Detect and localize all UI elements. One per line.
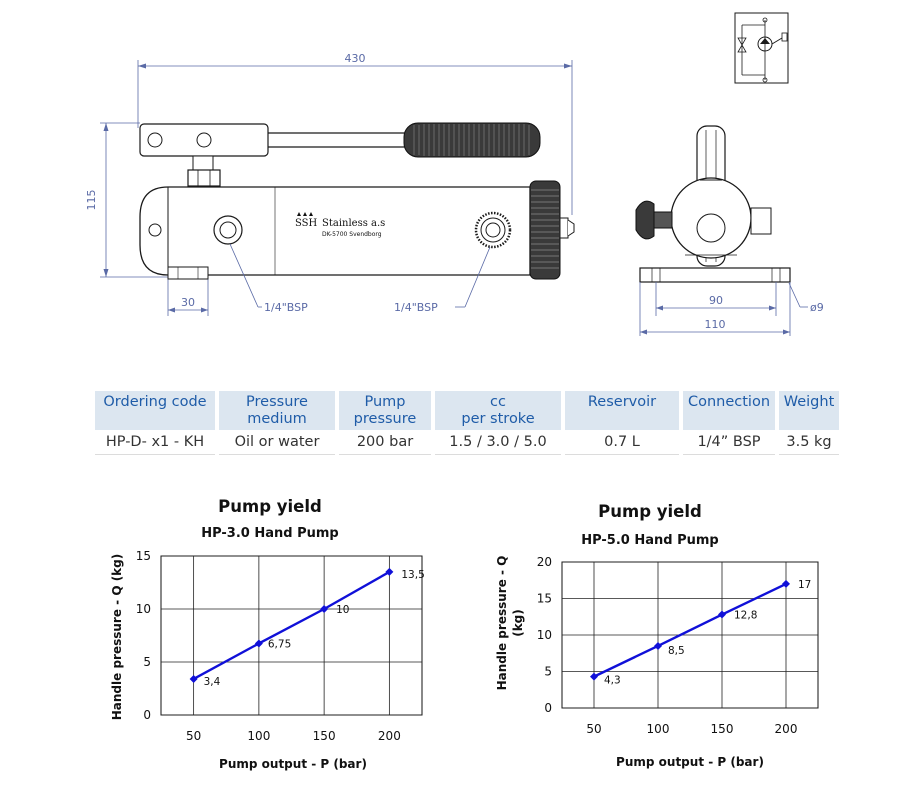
chart2-xlabel: Pump output - P (bar) <box>616 755 764 769</box>
dimension-length-label: 430 <box>345 52 366 65</box>
data-label: 10 <box>336 604 349 616</box>
header-line: cc <box>490 394 506 410</box>
chart1-xlabel: Pump output - P (bar) <box>219 757 367 771</box>
header-line: per stroke <box>461 411 535 427</box>
cell-weight: 3.5 kg <box>779 430 839 455</box>
nameplate-logo: SSH <box>295 218 318 229</box>
data-point <box>320 605 329 613</box>
dimension-30: 30 <box>167 278 209 316</box>
series-line <box>593 582 787 678</box>
x-tick-label: 200 <box>378 729 401 743</box>
header-line: Connection <box>687 394 771 410</box>
x-tick-label: 150 <box>711 722 734 736</box>
data-point <box>385 567 394 576</box>
port-left-label: 1/4"BSP <box>264 301 308 314</box>
x-tick-label: 200 <box>775 722 798 736</box>
dimension-hole-label: ø9 <box>810 301 824 314</box>
pump-end-view <box>635 125 791 283</box>
table-row: HP-D- x1 - KH Oil or water 200 bar 1.5 /… <box>95 430 839 455</box>
x-tick-label: 100 <box>647 722 670 736</box>
y-tick-label: 0 <box>143 708 151 722</box>
data-point <box>189 674 198 683</box>
end-view-dimensions: 90 110 ø9 <box>639 282 824 336</box>
chart2-ylabel-line2: (kg) <box>511 609 525 637</box>
cell-reservoir: 0.7 L <box>565 430 679 455</box>
cell-connection: 1/4” BSP <box>683 430 775 455</box>
y-tick-label: 10 <box>136 602 151 616</box>
chart-hp-3-0: Pump yield HP-3.0 Hand Pump Handle press… <box>110 497 425 771</box>
pump-side-view <box>139 122 575 280</box>
header-reservoir: Reservoir <box>565 391 679 430</box>
chart1-title: Pump yield <box>218 497 322 516</box>
port-right-label: 1/4"BSP <box>394 301 438 314</box>
header-line: Ordering code <box>103 394 207 410</box>
dimension-height-label: 115 <box>85 190 98 211</box>
header-line: medium <box>247 411 307 427</box>
data-label: 8,5 <box>668 645 685 657</box>
cell-ordering-code: HP-D- x1 - KH <box>95 430 215 455</box>
dimension-430: 430 <box>137 52 573 215</box>
chart2-subtitle: HP-5.0 Hand Pump <box>581 533 719 548</box>
series-line <box>193 570 390 681</box>
port-leaders: 1/4"BSP 1/4"BSP <box>229 243 491 314</box>
chart2-title: Pump yield <box>598 502 702 521</box>
nameplate-address: DK-5700 Svendborg <box>322 231 382 238</box>
header-line: Pressure <box>246 394 308 410</box>
nameplate: SSH Stainless a.s DK-5700 Svendborg <box>295 212 385 238</box>
dimension-foot-label: 30 <box>181 296 195 309</box>
data-point <box>254 639 263 648</box>
data-point <box>590 672 598 681</box>
data-label: 4,3 <box>604 675 621 687</box>
header-line: Weight <box>783 394 835 410</box>
x-tick-label: 100 <box>247 729 270 743</box>
data-label: 3,4 <box>204 676 221 688</box>
data-point <box>782 579 790 588</box>
y-tick-label: 15 <box>537 592 552 606</box>
header-line: Pump <box>364 394 406 410</box>
data-label: 6,75 <box>268 638 291 650</box>
hydraulic-symbol-icon <box>734 12 789 84</box>
cell-pump-pressure: 200 bar <box>339 430 431 455</box>
chart2-plot: 50 100 150 200 0 5 10 15 20 4,3 8,5 12,8 17 <box>537 555 819 736</box>
y-tick-label: 5 <box>544 665 552 679</box>
header-connection: Connection <box>683 391 775 430</box>
x-tick-label: 50 <box>586 722 601 736</box>
y-tick-label: 10 <box>537 628 552 642</box>
y-tick-label: 20 <box>537 555 552 569</box>
data-label: 13,5 <box>401 569 424 581</box>
chart1-plot: 50 100 150 200 0 5 10 15 3,4 6,75 10 13,5 <box>136 549 425 743</box>
chart1-subtitle: HP-3.0 Hand Pump <box>201 526 339 541</box>
data-point <box>718 610 726 619</box>
nameplate-company: Stainless a.s <box>322 218 385 229</box>
dimension-base-outer-label: 110 <box>705 318 726 331</box>
x-tick-label: 50 <box>186 729 201 743</box>
cell-pressure-medium: Oil or water <box>219 430 335 455</box>
header-weight: Weight <box>779 391 839 430</box>
header-ordering-code: Ordering code <box>95 391 215 430</box>
chart1-ylabel: Handle pressure - Q (kg) <box>110 554 124 721</box>
dimension-115: 115 <box>85 122 168 278</box>
header-line: pressure <box>353 411 417 427</box>
technical-drawing: 430 115 30 <box>85 12 824 336</box>
y-tick-label: 5 <box>143 655 151 669</box>
y-tick-label: 15 <box>136 549 151 563</box>
data-point <box>654 641 662 650</box>
data-label: 12,8 <box>734 610 757 622</box>
x-tick-label: 150 <box>313 729 336 743</box>
cell-cc-per-stroke: 1.5 / 3.0 / 5.0 <box>435 430 561 455</box>
data-label: 17 <box>798 579 811 591</box>
header-line: Reservoir <box>587 394 657 410</box>
plot-frame <box>160 555 423 716</box>
chart2-ylabel-line1: Handle pressure - Q <box>495 556 509 691</box>
dimension-base-inner-label: 90 <box>709 294 723 307</box>
chart-hp-5-0: Pump yield HP-5.0 Hand Pump Handle press… <box>495 502 819 769</box>
y-tick-label: 0 <box>544 701 552 715</box>
